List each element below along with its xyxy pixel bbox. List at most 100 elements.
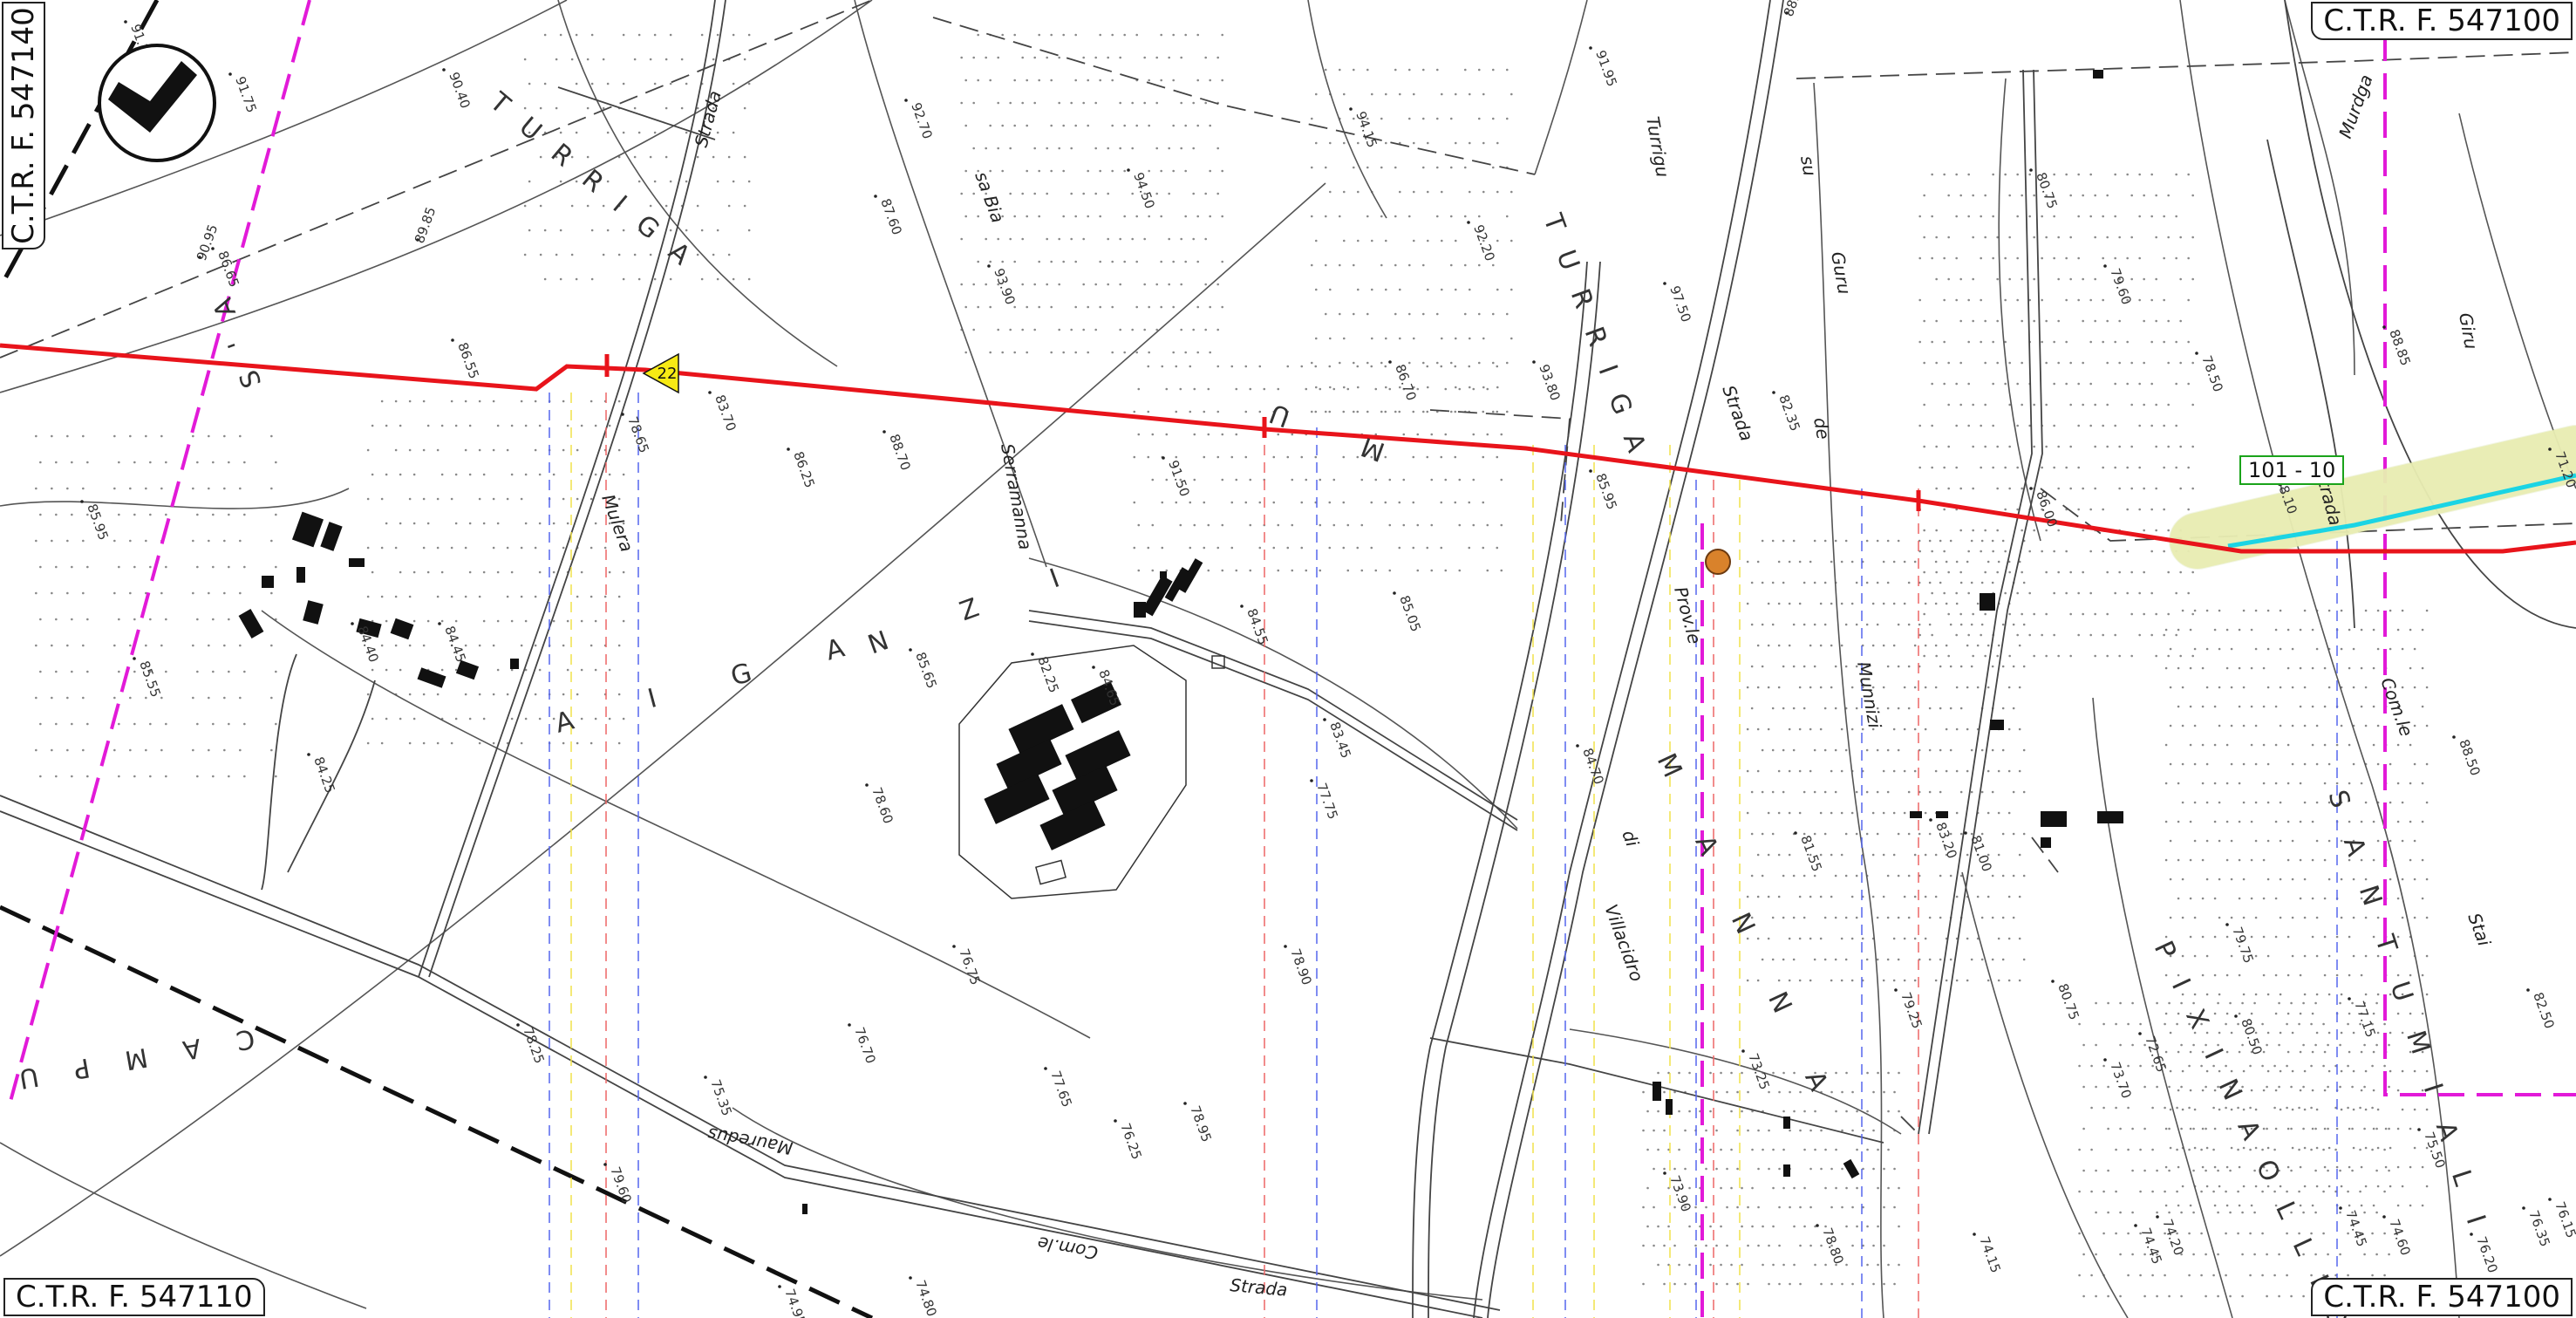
elevation-point: [228, 72, 232, 76]
elevation-point: [2452, 735, 2456, 739]
elevation-point: [1388, 360, 1392, 364]
elevation-point: [1794, 831, 1797, 835]
elevation-point: [416, 238, 419, 242]
elevation-point: [1816, 1224, 1819, 1227]
sheet-label-left-text: C.T.R. F. 547140: [6, 7, 41, 244]
elevation-point: [2382, 325, 2386, 329]
elevation-point: [1349, 107, 1353, 111]
elevation-point: [1894, 988, 1898, 992]
elevation-point: [1092, 666, 1095, 669]
elevation-point: [1240, 604, 1244, 608]
elevation-point: [1973, 1233, 1976, 1236]
cyan-corridor: [2169, 425, 2576, 570]
elevation-point: [1162, 456, 1165, 460]
elevation-point: [1467, 221, 1470, 224]
elevation-point: [198, 256, 201, 259]
sheet-label-left: C.T.R. F. 547140: [2, 2, 45, 249]
elevation-point: [1532, 360, 1536, 364]
elevation-point: [952, 945, 956, 948]
sheet-label-top-right: C.T.R. F. 547100: [2311, 2, 2573, 40]
power-line: [0, 343, 2576, 554]
elevation-point: [2382, 1215, 2386, 1219]
elevation-point: [1310, 779, 1313, 782]
cultivation-dots: [35, 33, 2429, 1298]
elevation-point: [987, 264, 991, 268]
label-strada-4: Strada: [1230, 1274, 1289, 1301]
elevation-point: [787, 447, 790, 451]
elevation-point: [1741, 1049, 1745, 1053]
elevation-point: [1393, 591, 1396, 595]
sheet-label-bottom-left: C.T.R. F. 547110: [3, 1278, 265, 1316]
elevation-point: [2029, 487, 2033, 490]
elevation-point: [2051, 980, 2055, 983]
elevation-point: [865, 783, 869, 787]
elevation-point: [442, 68, 446, 72]
elevation-point: [211, 247, 215, 250]
elevation-point: [1576, 744, 1579, 748]
elevation-point: [909, 1276, 912, 1280]
elevation-point: [778, 1285, 781, 1288]
elevation-point: [2339, 1206, 2342, 1210]
elevation-point: [1964, 831, 1967, 835]
elevation-point: [124, 20, 127, 24]
elevation-point: [438, 622, 441, 625]
elevation-point: [1663, 282, 1666, 285]
elevation-point: [133, 657, 136, 660]
elevation-point: [451, 338, 454, 342]
sheet-label-bottom-right: C.T.R. F. 547100: [2311, 1278, 2573, 1316]
elevation-point: [2548, 447, 2552, 451]
elevation-point: [1044, 1067, 1047, 1070]
elevation-point: [351, 622, 354, 625]
elevation-point: [904, 99, 908, 102]
support-number: 22: [658, 365, 678, 383]
elevation-point: [909, 648, 912, 652]
support-marker[interactable]: 22: [642, 352, 679, 394]
elevation-point: [1284, 945, 1287, 948]
administrative-boundary: [0, 0, 874, 1318]
elevation-point: [848, 1023, 851, 1027]
buildings: [238, 70, 2123, 1214]
elevation-point: [2138, 1032, 2142, 1035]
elevation-point: [2526, 988, 2530, 992]
elevation-point: [621, 413, 624, 416]
elevation-point: [2234, 1014, 2238, 1018]
elevation-point: [1929, 818, 1932, 822]
elevation-point: [874, 195, 877, 198]
building-outlines: [958, 645, 1225, 899]
north-arrow: [98, 44, 216, 162]
elevation-point: [2470, 1233, 2473, 1236]
elevation-point: [2348, 997, 2351, 1000]
elevation-point: [1589, 46, 1592, 50]
elevation-point: [1183, 1102, 1187, 1105]
parcel-boundaries: [0, 0, 2576, 1135]
municipal-boundary: [7, 0, 2576, 1318]
north-arrow-icon: [108, 61, 197, 133]
elevation-point: [80, 500, 84, 503]
elevation-point: [2029, 168, 2033, 172]
elevation-point: [2548, 1198, 2552, 1201]
elevation-point: [1127, 168, 1130, 172]
elevation-point: [2156, 1215, 2159, 1219]
orange-point-marker[interactable]: [1705, 549, 1731, 575]
elevation-point: [2417, 1128, 2421, 1131]
elevation-point: [704, 1076, 707, 1079]
elevation-point: [2195, 352, 2198, 355]
elevation-point: [1785, 11, 1789, 15]
elevation-point: [1323, 718, 1326, 721]
label-su: su: [1796, 154, 1821, 178]
elevation-point: [2103, 264, 2107, 268]
elevation-point: [1663, 1171, 1666, 1175]
elevation-point: [603, 1163, 607, 1166]
elevation-point: [2103, 1058, 2107, 1062]
elevation-point: [1114, 1119, 1117, 1123]
elevation-point: [1589, 469, 1592, 473]
label-de: de: [1809, 416, 1834, 441]
section-label[interactable]: 101 - 10: [2239, 455, 2345, 485]
elevation-point: [1031, 652, 1034, 656]
elevation-point: [516, 1023, 520, 1027]
elevation-point: [883, 430, 886, 434]
elevation-point: [2522, 1206, 2525, 1210]
